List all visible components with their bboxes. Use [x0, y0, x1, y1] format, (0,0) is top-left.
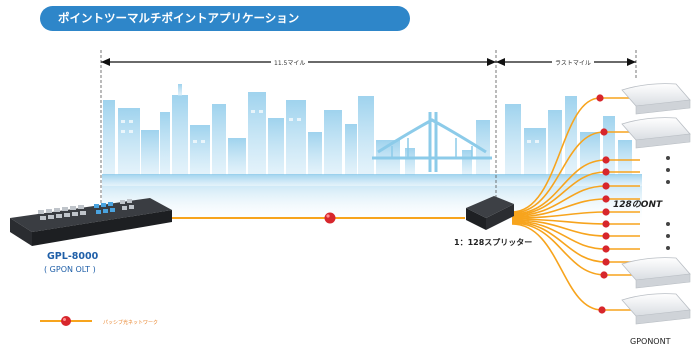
main-fiber	[170, 212, 465, 224]
fanout-connectors	[596, 94, 610, 314]
fiber-connector	[324, 212, 336, 224]
ont-name-label: GPONONT	[630, 337, 671, 346]
page-title: ポイントツーマルチポイントアプリケーション	[40, 6, 410, 31]
splitter-label: 1：128スプリッター	[454, 238, 533, 247]
olt-model-label: GPL-8000	[47, 251, 99, 262]
ont-count-label: 128のONT	[613, 200, 663, 210]
ont-devices	[621, 83, 691, 325]
olt-type-label: ( GPON OLT )	[44, 265, 96, 274]
splitter-device	[466, 196, 514, 230]
ont-device	[621, 293, 691, 325]
ont-device	[621, 117, 691, 149]
legend-symbol	[40, 316, 92, 326]
last-mile-label: ラストマイル	[552, 58, 594, 67]
skyline-reflection	[102, 186, 642, 226]
ont-device	[621, 83, 691, 115]
olt-device	[10, 198, 172, 246]
skyline-windows	[121, 110, 539, 143]
ont-device	[621, 257, 691, 289]
legend-label: パッシブ光ネットワーク	[103, 320, 159, 326]
main-distance-label: 11.5マイル	[271, 58, 309, 67]
ont-ellipsis	[666, 156, 670, 250]
bridge	[372, 112, 492, 172]
